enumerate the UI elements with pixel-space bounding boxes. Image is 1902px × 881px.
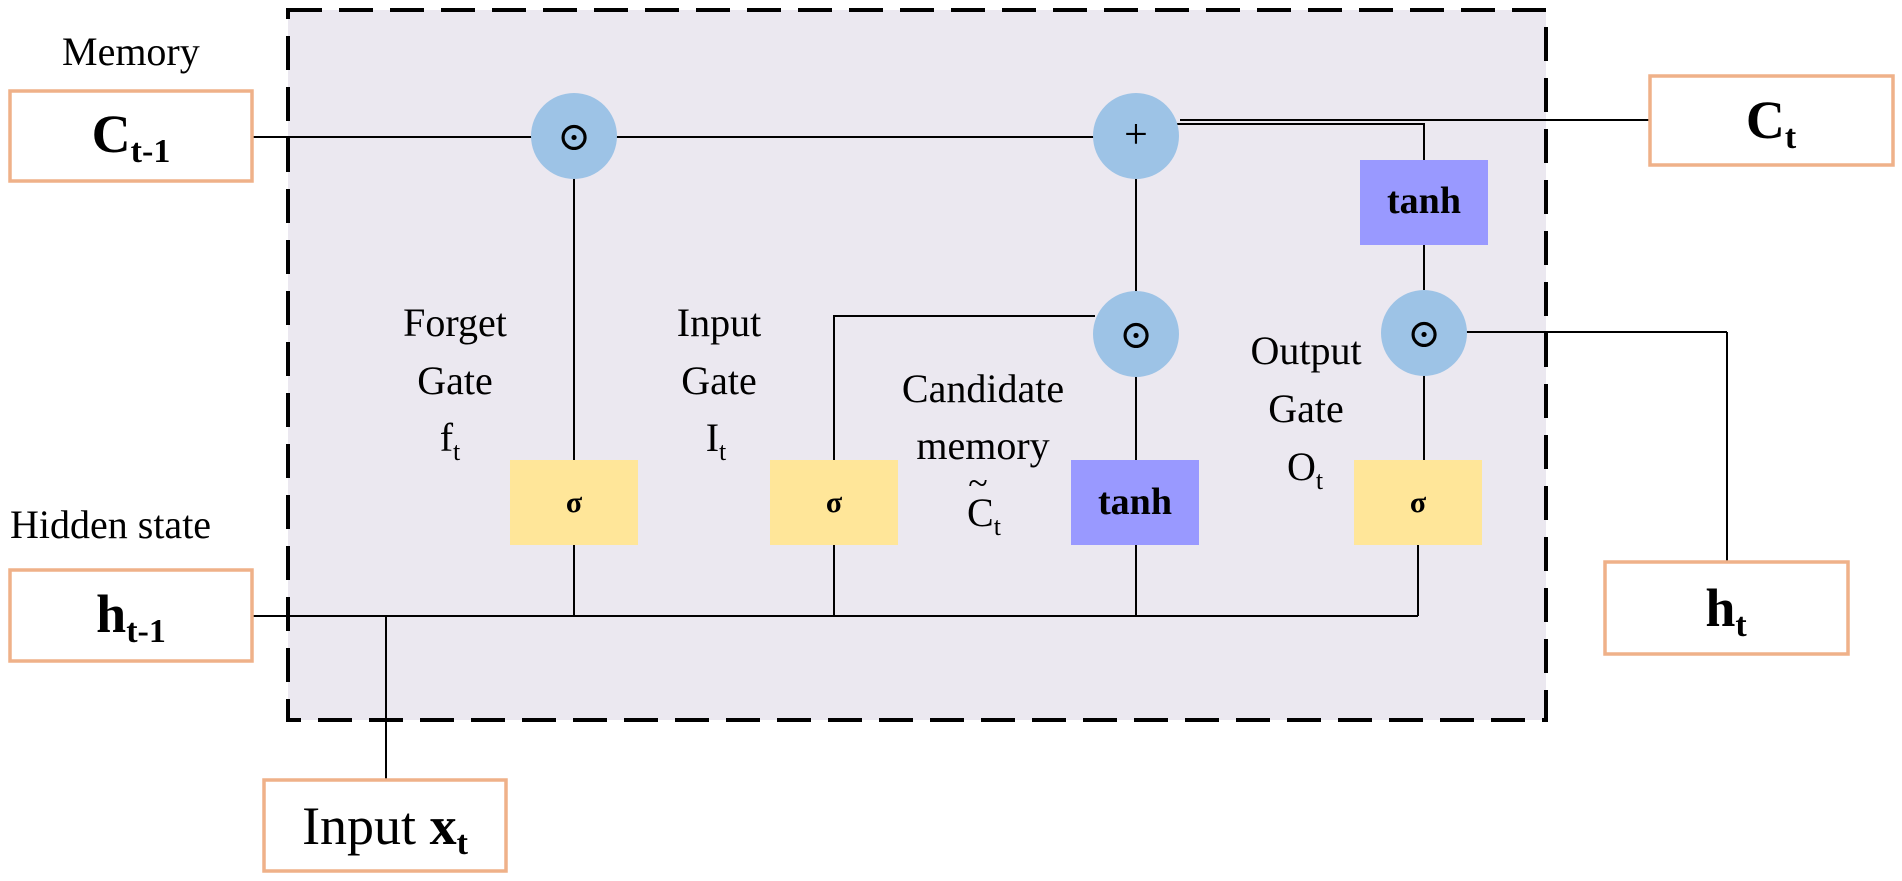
input-sigmoid-box: σ (770, 460, 898, 545)
svg-text:Ct-1: Ct-1 (92, 104, 171, 170)
input-gate-symbol: I (706, 415, 719, 460)
input-gate-label: Input Gate It (677, 300, 761, 466)
svg-text:Ct: Ct (1746, 90, 1797, 156)
forget-gate-symbol: f (440, 415, 454, 460)
current-memory-box: Ct (1648, 74, 1895, 167)
output-gate-label: Output Gate Ot (1250, 328, 1361, 495)
memory-tanh-box: tanh (1360, 160, 1488, 245)
candidate-subscript: t (994, 512, 1002, 541)
candidate-memory-line1: Candidate (902, 366, 1064, 411)
output-multiply-operator: ⊙ (1381, 290, 1467, 376)
candidate-tanh-box: tanh (1071, 460, 1199, 545)
lstm-cell-boundary (286, 8, 1548, 722)
svg-text:ht-1: ht-1 (96, 584, 166, 650)
candidate-tilde: ~ (968, 463, 987, 503)
output-gate-line2: Gate (1268, 386, 1344, 431)
forget-gate-label: Forget Gate ft (403, 300, 507, 466)
memory-tanh-label: tanh (1387, 180, 1461, 222)
input-gate-line2: Gate (681, 358, 757, 403)
input-prefix: Input (302, 796, 430, 856)
h-prev-main: h (96, 584, 126, 644)
forget-gate-line2: Gate (417, 358, 493, 403)
connection-wires (252, 119, 1728, 780)
h-t-main: h (1705, 578, 1735, 638)
hidden-state-label: Hidden state (10, 502, 211, 547)
input-x-box: Input xt (262, 778, 508, 873)
forget-multiply-operator: ⊙ (531, 93, 617, 179)
forget-sigmoid-label: σ (566, 486, 583, 519)
c-t-main: C (1746, 90, 1785, 150)
candidate-tanh-label: tanh (1098, 481, 1172, 523)
forget-gate-subscript: t (453, 437, 461, 466)
current-hidden-state-box: ht (1603, 560, 1850, 656)
input-multiply-operator: ⊙ (1093, 291, 1179, 377)
h-t-subscript: t (1735, 607, 1747, 644)
input-sigmoid-label: σ (826, 486, 843, 519)
candidate-symbol: C (967, 490, 994, 535)
input-gate-line1: Input (677, 300, 761, 345)
output-sigmoid-label: σ (1410, 486, 1427, 519)
output-gate-subscript: t (1316, 466, 1324, 495)
input-x-subscript: t (457, 825, 469, 862)
c-prev-main: C (92, 104, 131, 164)
output-gate-symbol: O (1287, 444, 1316, 489)
svg-text:Ct: Ct (967, 490, 1002, 541)
input-x-main: x (430, 796, 457, 856)
previous-memory-box: Ct-1 (8, 89, 254, 183)
output-gate-line1: Output (1250, 328, 1361, 373)
input-multiply-symbol: ⊙ (1119, 312, 1153, 357)
add-symbol: + (1124, 112, 1148, 158)
svg-text:Ot: Ot (1287, 444, 1324, 495)
candidate-memory-label: Candidate memory ~ Ct (902, 366, 1064, 541)
forget-multiply-symbol: ⊙ (557, 114, 591, 159)
forget-sigmoid-box: σ (510, 460, 638, 545)
c-t-subscript: t (1785, 119, 1797, 156)
output-multiply-symbol: ⊙ (1407, 311, 1441, 356)
svg-text:ht: ht (1705, 578, 1747, 644)
candidate-memory-line2: memory (916, 423, 1049, 468)
svg-text:ft: ft (440, 415, 461, 466)
c-prev-subscript: t-1 (131, 133, 171, 170)
memory-label: Memory (62, 29, 200, 74)
input-gate-subscript: t (719, 437, 727, 466)
svg-text:It: It (706, 415, 727, 466)
h-prev-subscript: t-1 (126, 613, 166, 650)
svg-text:Input xt: Input xt (302, 796, 469, 862)
previous-hidden-state-box: ht-1 (8, 568, 254, 663)
output-sigmoid-box: σ (1354, 460, 1482, 545)
memory-add-operator: + (1093, 93, 1179, 179)
forget-gate-line1: Forget (403, 300, 507, 345)
